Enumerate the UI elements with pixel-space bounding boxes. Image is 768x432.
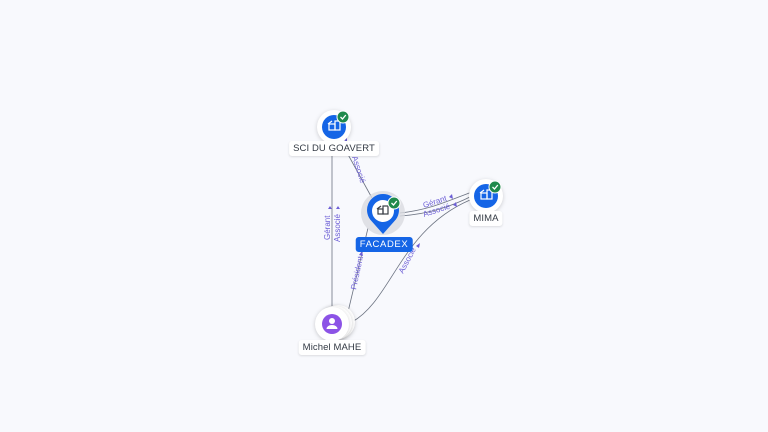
- edge-label-associe: Associé: [333, 213, 342, 242]
- edge-label-president: Président: [349, 255, 365, 291]
- node-sci-du-goavert[interactable]: [317, 110, 351, 144]
- node-label-sci-du-goavert[interactable]: SCI DU GOAVERT: [289, 141, 379, 156]
- edge-label-gerant: Gérant: [323, 215, 332, 240]
- node-label-michel-mahe[interactable]: Michel MAHE: [298, 340, 366, 355]
- node-michel-mahe[interactable]: [315, 305, 355, 341]
- node-facadex[interactable]: [361, 191, 405, 235]
- edge-label-associe: Associé: [350, 155, 367, 185]
- node-label-mima[interactable]: MIMA: [469, 211, 503, 226]
- edge-michel-mahe-sci-du-goavert[interactable]: Gérant Associé: [323, 155, 342, 310]
- node-label-facadex[interactable]: FACADEX: [355, 237, 413, 252]
- person-icon: [326, 318, 338, 329]
- edge-facadex-mima[interactable]: Gérant Associé: [399, 191, 473, 219]
- building-icon: [327, 120, 341, 131]
- building-icon: [376, 205, 389, 215]
- verified-check-icon: [387, 196, 401, 210]
- node-mima[interactable]: [469, 179, 503, 213]
- verified-check-icon: [488, 180, 502, 194]
- verified-check-icon: [336, 110, 350, 124]
